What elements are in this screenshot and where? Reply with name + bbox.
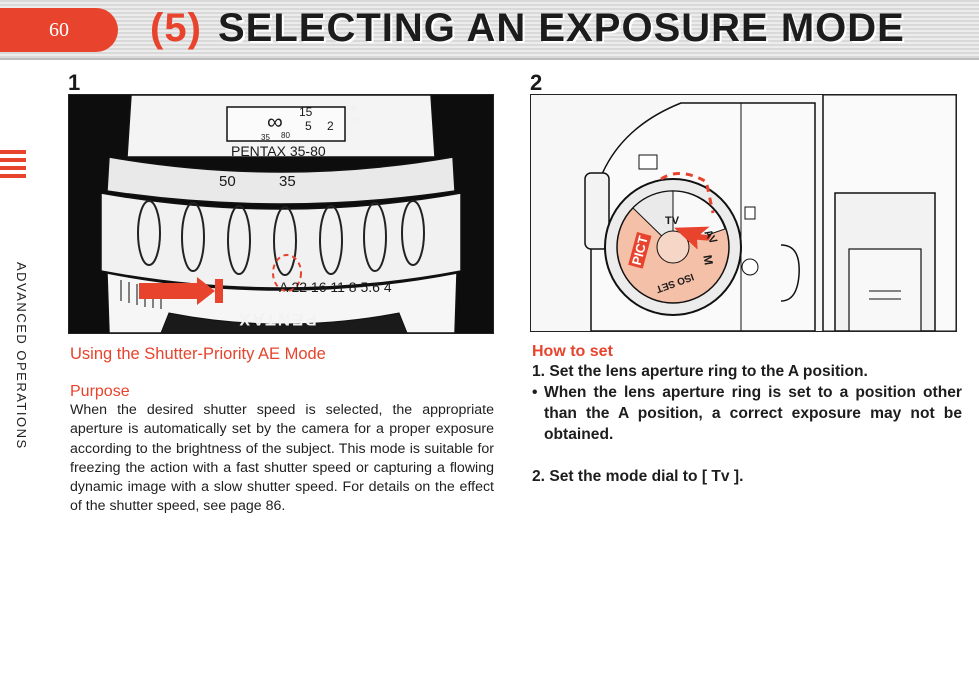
dial-tv-label: TV [665, 215, 680, 227]
bullet-dot: • [532, 384, 538, 401]
section-heading-shutter-priority: Using the Shutter-Priority AE Mode [70, 345, 326, 363]
instruction-steps: 1. Set the lens aperture ring to the A p… [532, 361, 962, 487]
step-2: 2. Set the mode dial to [ Tv ]. [532, 468, 744, 485]
focal-80-mark: 80 [281, 131, 290, 140]
lens-brand-inverted: PENTAX [237, 310, 317, 329]
side-section-label: ADVANCED OPERATIONS [14, 262, 29, 450]
purpose-heading: Purpose [70, 383, 130, 400]
step-1-note-text: When the lens aperture ring is set to a … [544, 384, 962, 443]
zoom-mark-35: 35 [279, 173, 296, 190]
figure-2-number: 2 [530, 70, 543, 95]
lens-illustration [69, 95, 493, 333]
scale-5: 5 [305, 119, 312, 133]
how-to-set-heading: How to set [532, 343, 613, 360]
scale-ft: ft [351, 103, 357, 113]
scale-2: 2 [327, 119, 334, 133]
page-number-tab: 60 [0, 8, 118, 52]
page-title: SELECTING AN EXPOSURE MODE [218, 6, 905, 50]
scale-m: m [351, 115, 359, 125]
camera-mode-dial-illustration [531, 95, 956, 331]
header-band [0, 0, 979, 60]
figure-1-lens-photo: ∞ 15 5 2 ft m 35 80 PENTAX 35-80 50 35 A… [68, 94, 494, 334]
step-1: 1. Set the lens aperture ring to the A p… [532, 363, 868, 380]
side-tab-marks [0, 150, 26, 182]
zoom-mark-50: 50 [219, 173, 236, 190]
figure-2-camera-photo: TV AV M PICT ISO SET [530, 94, 957, 332]
purpose-paragraph: When the desired shutter speed is select… [70, 402, 494, 515]
scale-infinity: ∞ [267, 109, 283, 134]
lens-brand-zoom: PENTAX 35-80 [231, 143, 326, 159]
figure-1-number: 1 [68, 70, 81, 95]
aperture-scale: A 22 16 11 8 5.6 4 [279, 279, 392, 295]
focal-35-mark: 35 [261, 133, 270, 142]
scale-15: 15 [299, 105, 313, 119]
section-number: (5) [150, 6, 202, 50]
step-1-note: • When the lens aperture ring is set to … [532, 382, 962, 445]
